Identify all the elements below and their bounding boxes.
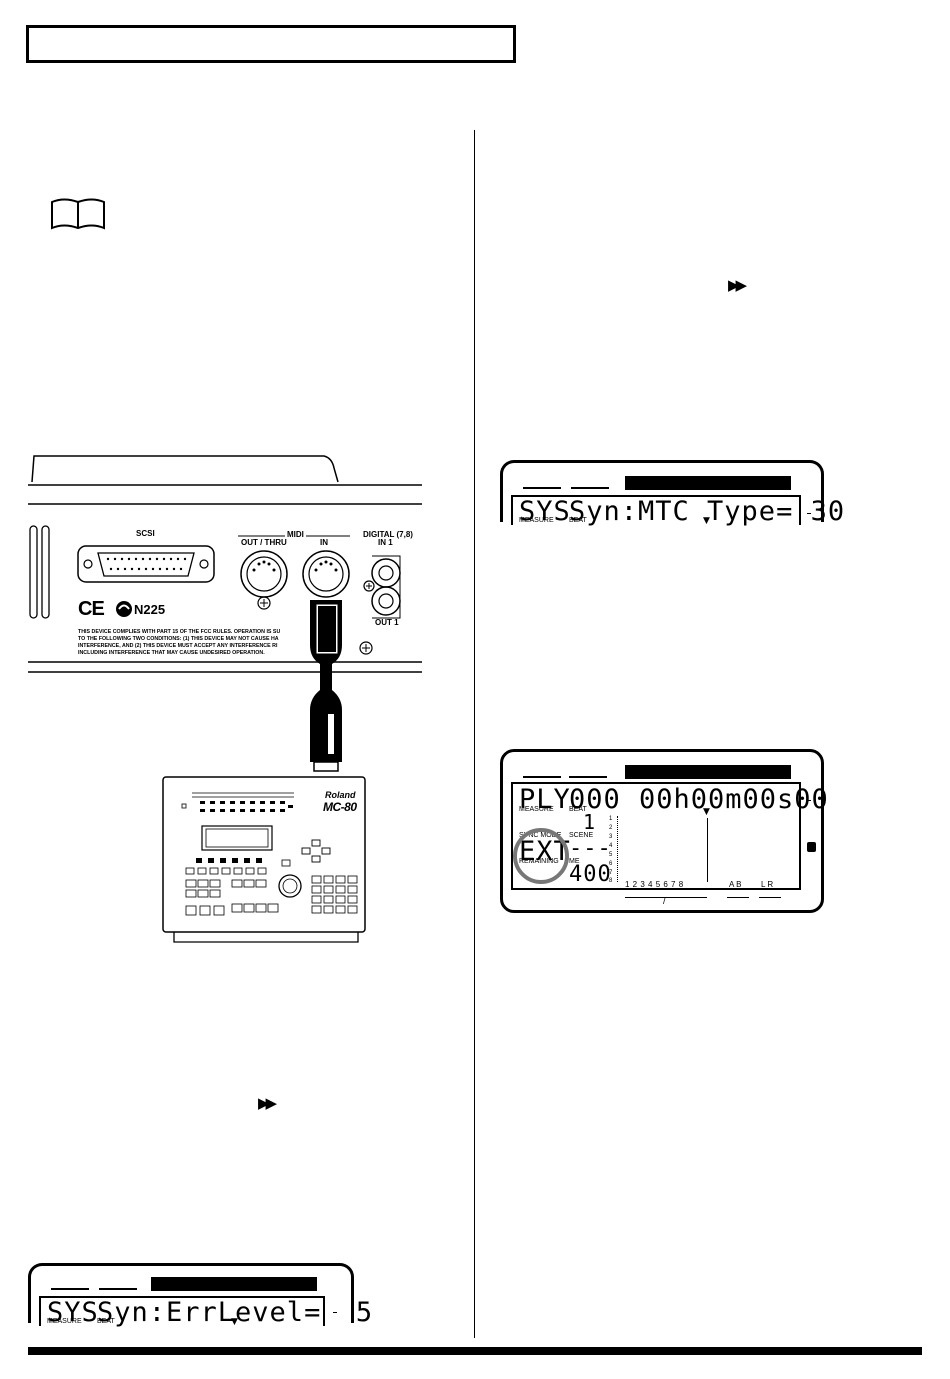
fcc-line-1: THIS DEVICE COMPLIES WITH PART 15 OF THE… — [78, 629, 281, 635]
midi-label: MIDI — [285, 530, 306, 539]
lcd-header-bar — [151, 1277, 317, 1291]
lcd-side-tick — [333, 1312, 337, 1313]
track-numbers: 1 2 3 4 5 6 7 8 — [625, 880, 684, 889]
meter-number: 2 — [609, 825, 613, 831]
rear-panel-drawing — [28, 455, 422, 673]
meter-number: 7 — [609, 870, 613, 876]
meter-number: 6 — [609, 861, 613, 867]
scsi-label: SCSI — [136, 529, 155, 538]
lcd-screen — [511, 495, 801, 525]
lcd-beat-label: BEAT — [97, 1318, 115, 1325]
lcd-mode: SYS — [519, 496, 571, 527]
lcd-cursor-marker: ▼ — [231, 1317, 238, 1327]
fast-forward-icon: ▶▶ — [258, 1094, 277, 1112]
lcd-header-bar — [625, 476, 791, 490]
lcd-beat-label: BEAT — [569, 806, 587, 813]
meter-number: 3 — [609, 834, 613, 840]
fcc-line-2: TO THE FOLLOWING TWO CONDITIONS: (1) THI… — [78, 636, 279, 642]
footer-underline — [727, 897, 749, 898]
n225-label: N225 — [134, 602, 166, 617]
digital-in-label: IN 1 — [378, 538, 393, 547]
mc80-model: MC-80 — [323, 800, 357, 814]
lcd-cursor-marker: ▼ — [703, 516, 710, 526]
track-meter-axis — [617, 816, 619, 882]
meter-number: 4 — [609, 843, 613, 849]
fcc-line-4: INCLUDING INTERFERENCE THAT MAY CAUSE UN… — [78, 650, 265, 656]
song-position-line — [707, 818, 708, 882]
lcd-remaining-value: 400 — [569, 862, 612, 887]
lcd-measure-label: MEASURE — [519, 517, 554, 524]
lcd-header-bar — [625, 765, 791, 779]
fcc-line-3: INTERFERENCE, AND (2) THIS DEVICE MUST A… — [78, 643, 278, 649]
lcd-time: 00h00m00s00 — [639, 784, 829, 815]
ab-label: A B — [729, 880, 742, 889]
lcd-measure-label: MEASURE — [47, 1318, 82, 1325]
ce-mark: CE — [78, 598, 105, 620]
book-icon — [51, 198, 105, 230]
lcd-cursor-marker: ▼ — [703, 807, 710, 817]
mc80-drawing — [162, 776, 366, 943]
lcd-tab — [569, 776, 607, 778]
footer-underline — [625, 897, 707, 898]
meter-number: 8 — [609, 878, 613, 884]
lcd-measure-label: MEASURE — [519, 806, 554, 813]
lcd-scene-value: --- — [569, 836, 612, 861]
column-divider — [474, 130, 475, 1338]
lcd-side-tick — [807, 513, 811, 514]
fast-forward-icon-right: ▶▶ — [728, 276, 747, 294]
lcd-mode: SYS — [47, 1297, 99, 1328]
lcd-tab — [571, 487, 609, 489]
footer-underline — [759, 897, 781, 898]
out-thru-label: OUT / THRU — [241, 538, 287, 547]
lcd-measure-value: 000 — [569, 784, 621, 815]
lcd-screen — [511, 782, 801, 890]
digital-label: DIGITAL (7,8) — [363, 530, 413, 539]
side-button[interactable] — [807, 842, 816, 852]
lcd-tab — [523, 776, 561, 778]
midi-cable — [310, 600, 342, 772]
footer-rule — [28, 1347, 922, 1355]
lcd-play-screen: PLY 000 00h00m00s00 MEASURE BEAT ▼ 1 SYN… — [500, 749, 828, 913]
lcd-mode: PLY — [519, 784, 571, 815]
lcd-side-tick — [807, 800, 811, 801]
lcd-errlevel: SYS Syn:ErrLevel= 5 MEASURE BEAT ▼ — [28, 1263, 372, 1328]
lcd-param: Syn:MTC Type= 30 — [569, 496, 846, 527]
lr-label: L R — [761, 880, 774, 889]
scsi-pins — [106, 557, 187, 571]
lcd-me-label: ME — [569, 858, 580, 865]
lcd-tab — [523, 487, 561, 489]
lcd-beat-value: 1 — [583, 810, 597, 834]
lcd-mtc-type: SYS Syn:MTC Type= 30 MEASURE BEAT ▼ — [500, 460, 844, 527]
in-label: IN — [320, 538, 328, 547]
lcd-screen — [39, 1296, 325, 1326]
slash-label: / — [663, 896, 666, 906]
lcd-scene-label: SCENE — [569, 832, 594, 839]
lcd-beat-label: BEAT — [569, 517, 587, 524]
digital-out-label: OUT 1 — [375, 618, 399, 627]
rear-panel-illustration: SCSI MIDI OUT / THRU IN DIGITAL (7,8) IN… — [28, 452, 422, 684]
meter-number: 5 — [609, 852, 613, 858]
lcd-tab — [51, 1288, 89, 1290]
mc80-brand: Roland — [325, 790, 356, 800]
header-box — [26, 25, 516, 63]
meter-number: 1 — [609, 816, 613, 822]
ext-highlight-circle — [513, 828, 569, 884]
mc80-illustration: Roland MC-80 — [162, 776, 368, 946]
lcd-param: Syn:ErrLevel= 5 — [97, 1297, 374, 1328]
lcd-tab — [99, 1288, 137, 1290]
